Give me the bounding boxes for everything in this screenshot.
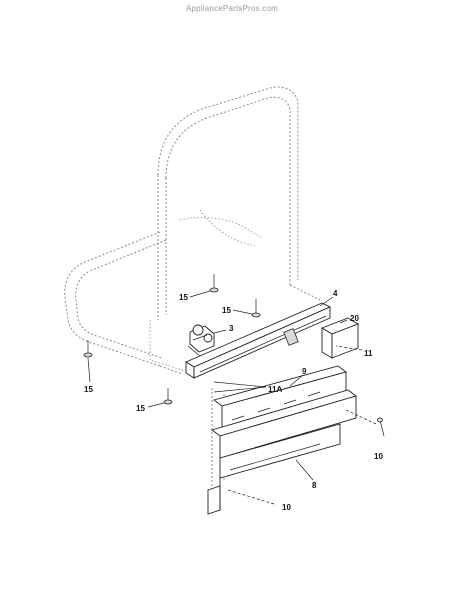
part-4-rail bbox=[185, 302, 332, 379]
callout-11a: 11A bbox=[268, 385, 282, 394]
callout-4: 4 bbox=[333, 289, 338, 298]
callout-11: 11 bbox=[364, 349, 373, 358]
callout-9: 9 bbox=[302, 367, 307, 376]
callout-10: 10 bbox=[374, 452, 383, 461]
callout-10: 10 bbox=[282, 503, 291, 512]
tub-outline bbox=[64, 86, 321, 490]
screw-15-left bbox=[83, 340, 93, 358]
screw-15-top bbox=[209, 274, 219, 293]
screw-15-bottom bbox=[163, 388, 173, 405]
watermark: AppliancePartsPros.com bbox=[186, 4, 278, 13]
callout-15: 15 bbox=[179, 293, 188, 302]
callout-15: 15 bbox=[136, 404, 145, 413]
screw-15-mid bbox=[251, 299, 261, 318]
callout-3: 3 bbox=[229, 324, 234, 333]
callout-15: 15 bbox=[222, 306, 231, 315]
part-20-bracket bbox=[320, 317, 360, 359]
part-8-toe-panel bbox=[207, 389, 357, 515]
callout-8: 8 bbox=[312, 481, 317, 490]
screw-10-right bbox=[377, 417, 385, 437]
leader-lines bbox=[87, 290, 377, 505]
part-3-valve bbox=[187, 324, 215, 357]
callout-20: 20 bbox=[350, 314, 359, 323]
callout-15: 15 bbox=[84, 385, 93, 394]
